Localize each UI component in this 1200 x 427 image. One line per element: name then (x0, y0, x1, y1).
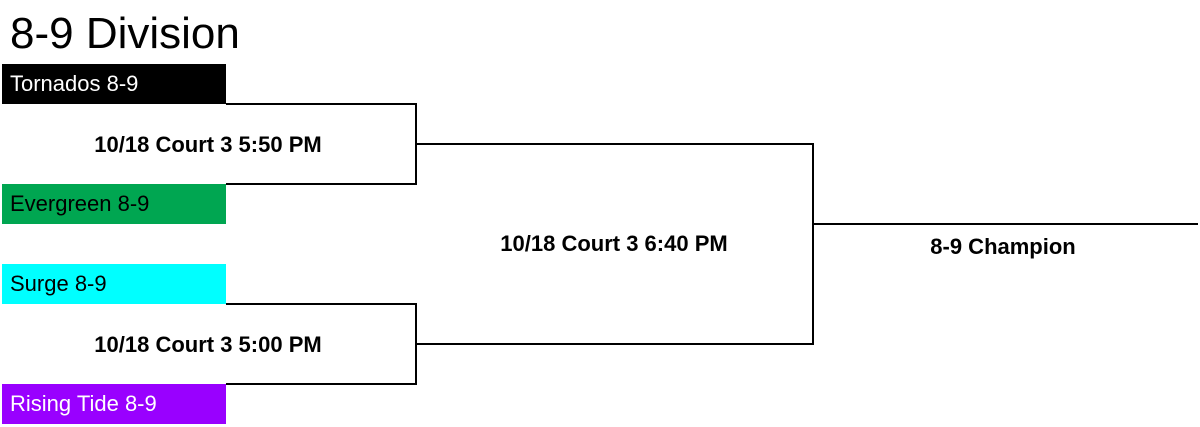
bracket-line-top-connector (415, 143, 814, 145)
team-slot-2[interactable]: Evergreen 8-9 (2, 184, 226, 224)
bracket-line-top-lower (226, 183, 417, 185)
team-slot-1[interactable]: Tornados 8-9 (2, 64, 226, 104)
game-label-semifinal-bottom: 10/18 Court 3 5:00 PM (94, 332, 322, 357)
bracket-line-top-upper (226, 103, 417, 105)
bracket-line-final-vertical (812, 143, 814, 345)
bracket-line-champion (812, 223, 1198, 225)
team-slot-4[interactable]: Rising Tide 8-9 (2, 384, 226, 424)
champion-label: 8-9 Champion (930, 234, 1076, 259)
division-title: 8-9 Division (10, 9, 240, 58)
bracket-line-bottom-lower (226, 383, 417, 385)
game-label-final: 10/18 Court 3 6:40 PM (500, 231, 728, 256)
team-slot-3[interactable]: Surge 8-9 (2, 264, 226, 304)
game-label-semifinal-top: 10/18 Court 3 5:50 PM (94, 132, 322, 157)
bracket-line-bottom-upper (226, 303, 417, 305)
bracket-line-bottom-connector (415, 343, 814, 345)
